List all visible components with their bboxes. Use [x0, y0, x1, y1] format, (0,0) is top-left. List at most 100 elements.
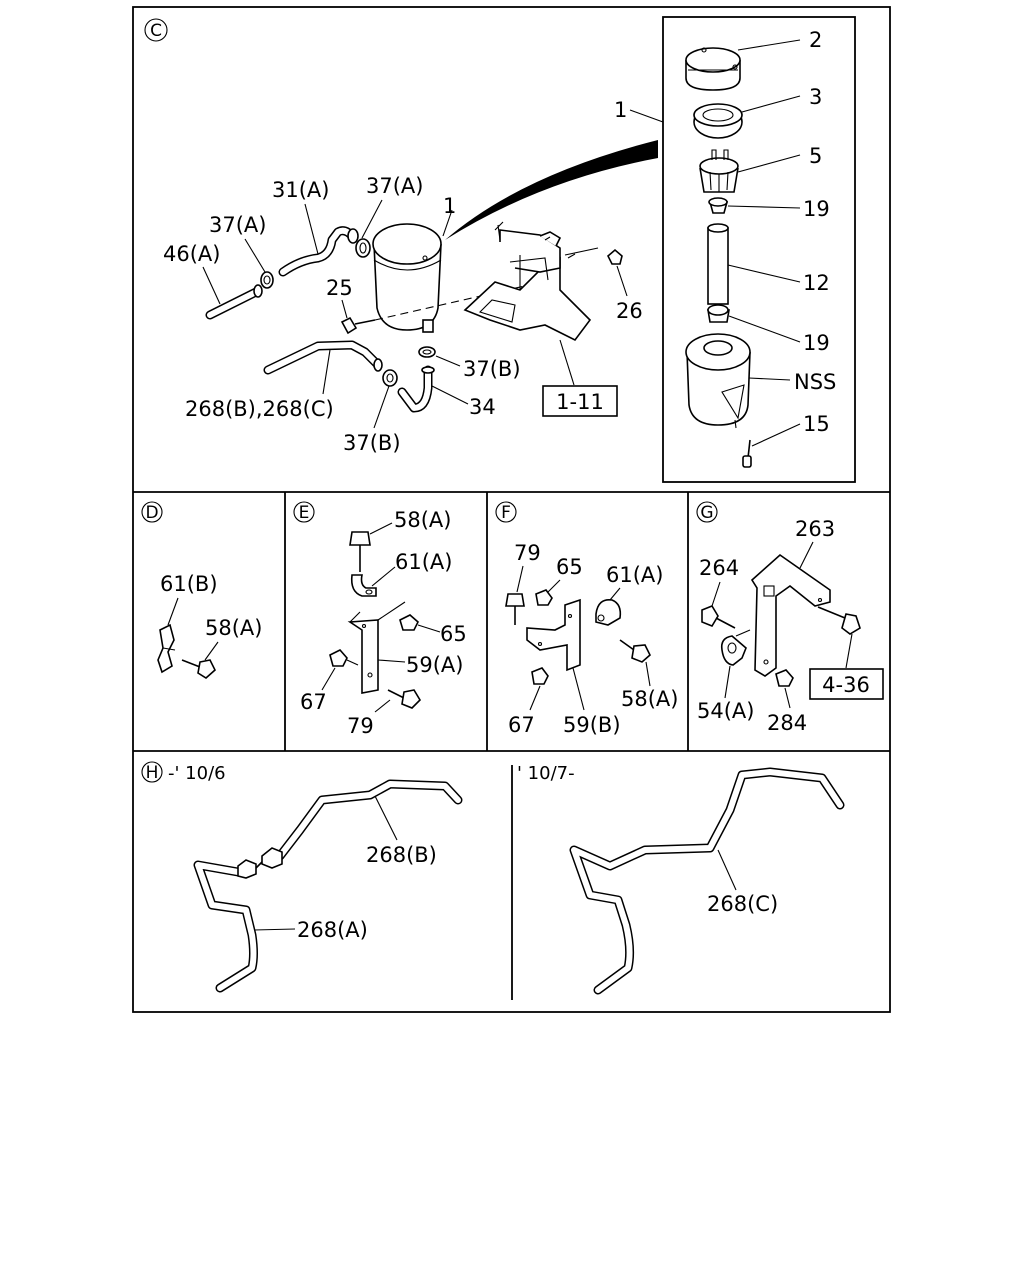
section-g-letter: G [700, 503, 713, 523]
label-59a: 59(A) [406, 653, 463, 677]
label-58a-d: 58(A) [205, 616, 262, 640]
spacer-tube [707, 223, 729, 305]
bolt-58a-d [181, 659, 216, 679]
label-37b-right: 37(B) [463, 357, 521, 381]
clamp-37a-top [355, 238, 371, 258]
label-37a-left: 37(A) [209, 213, 266, 237]
bolt-79-f [505, 593, 525, 625]
label-61a-f: 61(A) [606, 563, 663, 587]
section-e: E 58(A) 61(A) 65 59(A) [293, 501, 467, 738]
reservoir-cap [685, 47, 741, 91]
clamp-37b-bottom [382, 369, 398, 387]
clamp-37a-left [260, 271, 274, 289]
nut-284 [775, 669, 794, 687]
return-hose-31a [278, 226, 359, 277]
section-h2-date-range: ' 10/7- [517, 763, 575, 784]
bracket-263 [750, 553, 831, 677]
pipe-268bc [263, 340, 383, 375]
label-15: 15 [803, 412, 830, 436]
label-59b: 59(B) [563, 713, 621, 737]
label-65-e: 65 [440, 622, 467, 646]
label-54a: 54(A) [697, 699, 754, 723]
bolt-58a-e [349, 531, 371, 572]
label-26: 26 [616, 299, 643, 323]
bracket-59a [347, 601, 406, 694]
clamp-54a [720, 629, 751, 666]
label-1-tank: 1 [443, 194, 456, 218]
section-c-marker: C [144, 18, 168, 42]
label-37a-top: 37(A) [366, 174, 423, 198]
nut-67-f [531, 667, 549, 685]
pipe-268a-268b [193, 779, 463, 993]
reservoir-level-sensor [742, 439, 752, 468]
label-79-f: 79 [514, 541, 541, 565]
section-d-marker: D [141, 501, 163, 523]
ref-box-4-36 [809, 668, 884, 700]
clamp-37b-right [418, 346, 436, 358]
label-268a-h: 268(A) [297, 918, 368, 942]
nut-67-e [329, 649, 359, 667]
label-264: 264 [699, 556, 739, 580]
label-37b-bottom: 37(B) [343, 431, 401, 455]
exploded-view-frame [662, 16, 856, 483]
bolt-79-e [387, 689, 422, 709]
label-61b: 61(B) [160, 572, 218, 596]
filter-element [699, 149, 739, 193]
reservoir-tank-exploded [685, 333, 751, 429]
section-d-letter: D [145, 503, 158, 523]
label-268c-h2: 268(C) [707, 892, 778, 916]
section-d: D 61(B) 58(A) [141, 501, 262, 679]
clamp-61a-e [350, 574, 377, 597]
label-19-lower: 19 [803, 331, 830, 355]
section-f: F 79 65 61(A) 58(A) [495, 501, 678, 737]
label-2: 2 [809, 28, 822, 52]
label-58a-f: 58(A) [621, 687, 678, 711]
label-25: 25 [326, 276, 353, 300]
label-31a: 31(A) [272, 178, 329, 202]
clip-61b [157, 623, 176, 674]
label-3: 3 [809, 85, 822, 109]
label-5: 5 [809, 144, 822, 168]
outer-frame [132, 6, 891, 1013]
exploded-leaders [727, 39, 801, 447]
label-61a-e: 61(A) [395, 550, 452, 574]
label-46a: 46(A) [163, 242, 220, 266]
section-f-letter: F [501, 503, 511, 523]
section-f-marker: F [495, 501, 517, 523]
label-12: 12 [803, 271, 830, 295]
section-g-marker: G [696, 501, 718, 523]
grommet-upper [708, 197, 729, 214]
section-e-marker: E [293, 501, 315, 523]
section-h-date-range: -' 10/6 [168, 763, 226, 784]
section-e-letter: E [299, 503, 310, 523]
diagram-frames [132, 6, 891, 1013]
section-h-marker: H [141, 761, 163, 783]
label-ref-1-11: 1-11 [556, 390, 604, 414]
clamp-61a-f [595, 598, 622, 626]
label-67-f: 67 [508, 713, 535, 737]
label-268b-h: 268(B) [366, 843, 437, 867]
label-268bc: 268(B),268(C) [185, 397, 334, 421]
reservoir-bracket [463, 221, 599, 342]
pipe-46a [205, 284, 263, 320]
label-67-e: 67 [300, 690, 327, 714]
ref-box-1-11 [542, 385, 618, 417]
suction-hose-34 [397, 365, 435, 413]
label-58a-e: 58(A) [394, 508, 451, 532]
nut-65-f [535, 589, 553, 606]
bracket-59b [526, 598, 581, 672]
section-g: G 263 264 54(A) 284 [696, 501, 884, 735]
bolt-264 [701, 605, 736, 629]
reservoir-tank-assembled [372, 223, 442, 333]
nut-26 [607, 248, 623, 265]
callout-wedge [445, 140, 658, 240]
label-34: 34 [469, 395, 496, 419]
label-ref-4-36: 4-36 [822, 673, 870, 697]
section-c-letter: C [150, 21, 162, 41]
nut-65-e [399, 614, 419, 631]
label-284: 284 [767, 711, 807, 735]
label-1-exploded: 1 [614, 98, 627, 122]
pipe-268c [569, 767, 845, 995]
label-65-f: 65 [556, 555, 583, 579]
